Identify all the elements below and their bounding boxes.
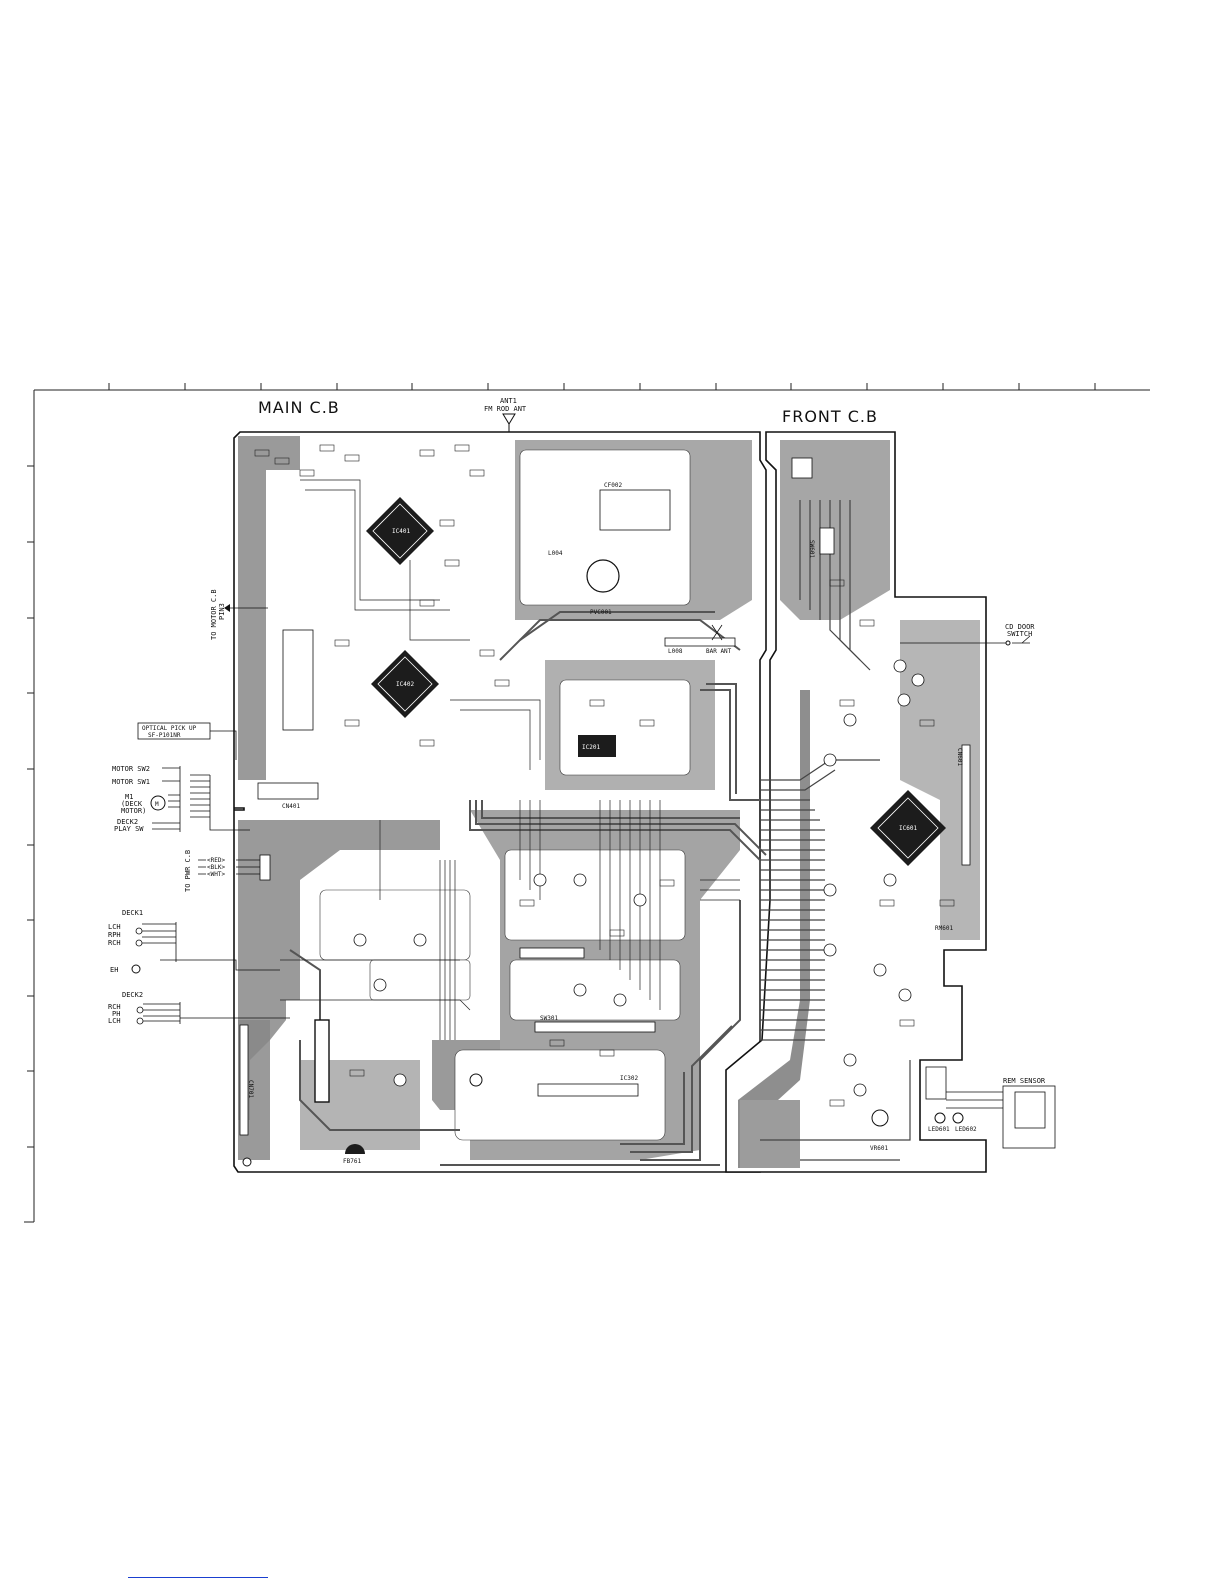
- cd-door-label-1: CD DOOR: [1005, 623, 1035, 631]
- rm601-label: RM601: [935, 925, 953, 932]
- deck2-rch-label: RCH: [108, 1003, 121, 1011]
- sw301-switch-row: SW301: [534, 1015, 656, 1033]
- m1-label: M1: [125, 793, 133, 801]
- wire-wht-label: <WHT>: [207, 871, 225, 878]
- ic402-chip: IC402: [371, 650, 439, 718]
- antenna-icon: [502, 413, 516, 425]
- cn701-label: CN701: [247, 1080, 254, 1098]
- cd-door-switch: CD DOOR SWITCH: [900, 623, 1035, 646]
- footer-link-underline[interactable]: [128, 1577, 268, 1578]
- wire-blk-label: <BLK>: [207, 864, 225, 871]
- pvc001-tuner: PVC001 CF002 L004: [548, 482, 671, 616]
- optical-pickup-label: OPTICAL PICK UP: [142, 725, 197, 732]
- ic302-chip: IC302: [519, 947, 638, 1097]
- main-traces: [289, 611, 767, 1166]
- wire-red-label: <RED>: [207, 857, 225, 864]
- rem-sensor-label: REM SENSOR: [1003, 1077, 1046, 1085]
- antenna-ref: ANT1: [500, 397, 517, 405]
- deck-motor-label-1: (DECK: [121, 800, 143, 808]
- vr601-label: VR601: [870, 1145, 888, 1152]
- deck1-rch-label: RCH: [108, 939, 121, 947]
- eh-label: EH: [110, 966, 118, 974]
- ic401-chip: IC401: [366, 497, 434, 565]
- main-fine-traces: [280, 479, 740, 1040]
- ruler-ticks: [27, 383, 1096, 1148]
- front-board-title: FRONT C.B: [782, 407, 878, 426]
- cn401-label: CN401: [282, 803, 300, 810]
- switch-icon: [1021, 635, 1031, 644]
- cf002-label: CF002: [604, 482, 622, 489]
- deck2-head-wiring: DECK2 RCH PH LCH: [108, 991, 290, 1025]
- antenna-name: FM ROD ANT: [484, 405, 527, 413]
- cn701-connector: CN701: [239, 1019, 330, 1136]
- fb761-label: FB761: [343, 1158, 361, 1165]
- deck1-rph-label: RPH: [108, 931, 121, 939]
- erase-head-icon: [131, 964, 141, 974]
- optical-pickup-box: OPTICAL PICK UP SF-P101NR: [137, 722, 237, 760]
- deck2-lch-label: LCH: [108, 1017, 121, 1025]
- bar-antenna: L008 BAR ANT: [664, 624, 736, 655]
- optical-pickup-model: SF-P101NR: [148, 732, 181, 739]
- ic201-label: IC201: [582, 744, 600, 751]
- motor-cb-connection: TO MOTOR C.B PIN3: [210, 589, 268, 640]
- ic401-label: IC401: [392, 528, 410, 535]
- arrow-left-icon: [224, 604, 230, 612]
- ic201-chip: IC201: [578, 735, 616, 757]
- sensor-icon: [1014, 1091, 1046, 1129]
- component-silkscreen: [254, 444, 955, 1107]
- svg-text:M: M: [155, 801, 159, 808]
- motor-cb-pin-label: PIN3: [218, 603, 226, 620]
- motor-icon: [150, 795, 166, 811]
- deck1-head-wiring: DECK1 LCH RPH RCH EH: [108, 909, 280, 974]
- pwr-cb-connection: TO PWR C.B <RED> <BLK> <WHT>: [184, 850, 271, 892]
- led601-label: LED601: [928, 1126, 950, 1133]
- front-traces: [760, 500, 911, 1161]
- cn401-connector: CN401: [257, 629, 319, 810]
- tuner-pocket: [519, 449, 691, 606]
- ic601-label: IC601: [899, 825, 917, 832]
- bar-antenna-label: BAR ANT: [706, 648, 732, 655]
- motor-cb-label: TO MOTOR C.B: [210, 589, 218, 640]
- front-copper: [738, 440, 980, 1168]
- drawing-frame: [24, 389, 1150, 1223]
- remote-sensor: REM SENSOR: [925, 1066, 1056, 1149]
- fb761-part: FB761: [343, 1144, 365, 1165]
- led602-label: LED602: [955, 1126, 977, 1133]
- deck2-play-label-2: PLAY SW: [114, 825, 144, 833]
- l008-label: L008: [668, 648, 683, 655]
- main-board-title: MAIN C.B: [258, 398, 340, 417]
- ic601-chip: IC601: [870, 790, 946, 866]
- cn601-label: CN601: [956, 748, 963, 766]
- deck2-label: DECK2: [122, 991, 143, 999]
- deck2-play-label-1: DECK2: [117, 818, 138, 826]
- deck-motor-label-2: MOTOR): [121, 807, 146, 815]
- front-board-outline: [725, 431, 987, 1173]
- cn601-connector: CN601: [956, 744, 971, 866]
- sw601-label: SW601: [808, 540, 815, 558]
- motor-sw1-label: MOTOR SW1: [112, 778, 150, 786]
- sw301-label: SW301: [540, 1015, 558, 1022]
- ic302-label: IC302: [620, 1075, 638, 1082]
- deck1-label: DECK1: [122, 909, 143, 917]
- l004-label: L004: [548, 550, 563, 557]
- pvc001-label: PVC001: [590, 609, 612, 616]
- front-transistor-rings: [353, 659, 925, 1097]
- cd-door-label-2: SWITCH: [1007, 630, 1032, 638]
- deck2-ph-label: PH: [112, 1010, 120, 1018]
- pwr-cb-label: TO PWR C.B: [184, 850, 192, 892]
- deck-motor-wiring: MOTOR SW2 MOTOR SW1 M1 (DECK MOTOR) M DE…: [112, 765, 250, 833]
- ic402-label: IC402: [396, 681, 414, 688]
- sw601-switch: SW601: [791, 457, 835, 558]
- front-leds: LED601 LED602 VR601 RM601: [870, 925, 977, 1152]
- motor-sw2-label: MOTOR SW2: [112, 765, 150, 773]
- deck1-lch-label: LCH: [108, 923, 121, 931]
